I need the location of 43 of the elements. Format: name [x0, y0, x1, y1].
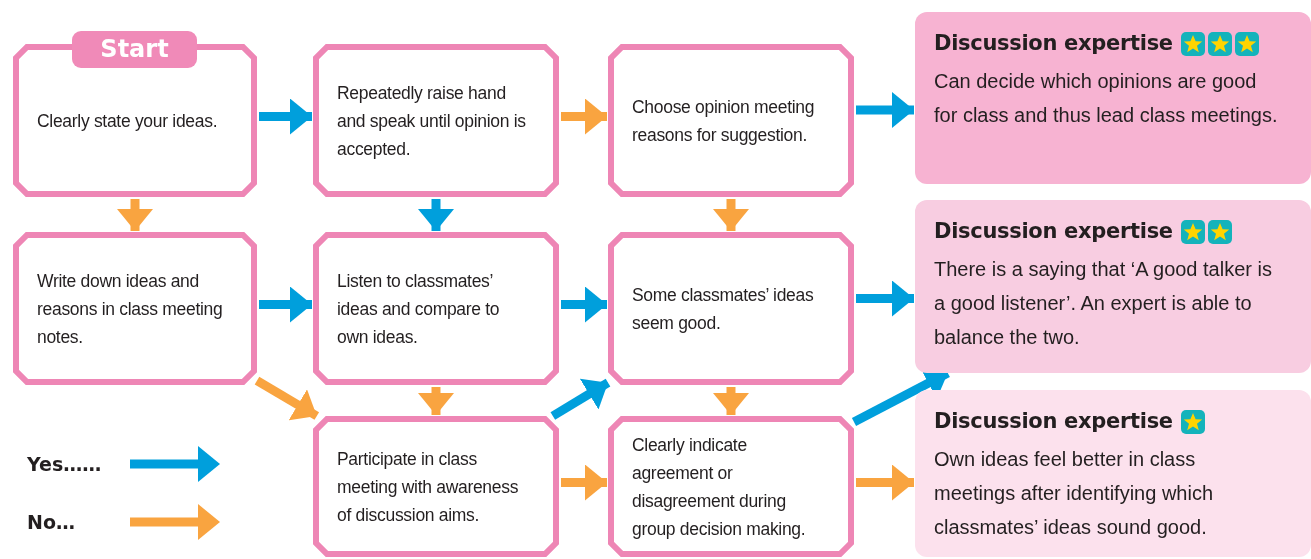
step-text: Write down ideas and reasons in class meeting notes. — [37, 269, 224, 349]
arrow — [117, 199, 153, 231]
step-text: Listen to classmates’ ideas and compare to own ideas. — [337, 269, 501, 349]
arrow — [561, 464, 607, 501]
arrow — [550, 378, 611, 420]
process-box — [313, 232, 559, 385]
process-box — [608, 416, 854, 557]
legend-label: No… — [27, 509, 76, 535]
arrow — [561, 286, 607, 323]
step-text: Choose opinion meeting reasons for suggestion. — [632, 95, 816, 147]
process-box — [608, 232, 854, 385]
step-text: Clearly state your ideas. — [37, 109, 218, 133]
arrow — [856, 92, 914, 128]
process-box — [13, 31, 257, 197]
arrow — [713, 199, 749, 231]
arrow — [418, 387, 454, 415]
arrow — [713, 387, 749, 415]
result-heading: Discussion expertise — [934, 30, 1173, 57]
process-box — [13, 232, 257, 385]
step-text: Repeatedly raise hand and speak until opinion is accepted. — [337, 81, 527, 161]
result-card — [915, 12, 1311, 184]
result-card — [915, 200, 1311, 373]
process-box — [313, 416, 559, 557]
step-text: Participate in class meeting with awareness of discussion aims. — [337, 447, 520, 527]
result-text: Can decide which opinions are good for class and thus lead class meetings. — [934, 68, 1279, 128]
process-box — [608, 44, 854, 197]
step-text: Some classmates’ ideas seem good. — [632, 283, 815, 335]
arrow — [259, 98, 312, 135]
process-box — [313, 44, 559, 197]
result-heading: Discussion expertise — [934, 408, 1173, 435]
result-card — [915, 390, 1311, 557]
arrow — [259, 286, 312, 323]
arrow — [856, 464, 914, 501]
legend-label: Yes…… — [27, 451, 103, 477]
result-heading: Discussion expertise — [934, 218, 1173, 245]
arrow — [561, 98, 607, 135]
start-badge: Start — [72, 31, 197, 68]
step-text: Clearly indicate agreement or disagreement during group decision making. — [632, 433, 807, 541]
arrow — [254, 376, 320, 421]
arrow — [418, 199, 454, 231]
arrow — [856, 280, 914, 317]
result-text: There is a saying that ‘A good talker is a good listener’. An expert is able to balance the two. — [934, 256, 1273, 350]
result-text: Own ideas feel better in class meetings after identifying which classmates’ ideas sound good. — [934, 446, 1215, 540]
